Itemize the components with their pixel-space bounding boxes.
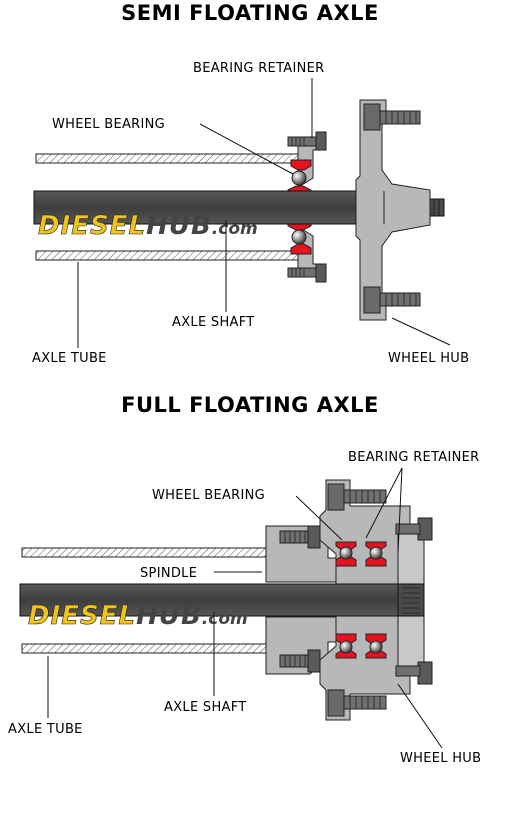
full-label-wheel-hub: WHEEL HUB [400, 751, 481, 766]
semi-axle-tube-bottom [35, 250, 299, 261]
semi-label-wheel-hub: WHEEL HUB [388, 351, 469, 366]
full-wheel-bearing-top [335, 541, 387, 567]
semi-wheel-bearing-top [287, 159, 312, 196]
semi-wheel-stud-top [363, 103, 421, 131]
full-label-axle-shaft: AXLE SHAFT [164, 700, 247, 715]
full-leader-bearing-retainer-2 [397, 467, 403, 553]
full-axle-splines [397, 583, 425, 617]
semi-retainer-bolt-top [287, 131, 327, 151]
full-retainer-bolt-bottom [395, 661, 433, 685]
full-leader-wheel-hub [397, 683, 443, 749]
full-retainer-bolt-top [395, 517, 433, 541]
semi-title: SEMI FLOATING AXLE [121, 1, 379, 25]
full-label-bearing-retainer: BEARING RETAINER [348, 450, 480, 465]
full-label-wheel-bearing: WHEEL BEARING [152, 488, 265, 503]
full-label-spindle: SPINDLE [140, 566, 197, 581]
full-wheel-bearing-bottom [335, 633, 387, 659]
full-label-axle-tube: AXLE TUBE [8, 722, 83, 737]
full-leader-bearing-retainer-1 [365, 467, 403, 539]
semi-label-wheel-bearing: WHEEL BEARING [52, 117, 165, 132]
full-title: FULL FLOATING AXLE [121, 393, 379, 417]
full-spindle-bolt-bottom [279, 649, 321, 673]
full-axle-shaft [19, 583, 403, 617]
full-wheel-stud-bottom [327, 689, 387, 717]
full-leader-wheel-bearing [295, 495, 343, 541]
full-wheel-stud-top [327, 483, 387, 511]
semi-watermark: DIESELHUB.com [38, 211, 258, 241]
semi-floating-section: SEMI FLOATING AXLE [32, 1, 469, 366]
semi-label-axle-shaft: AXLE SHAFT [172, 315, 255, 330]
semi-label-bearing-retainer: BEARING RETAINER [193, 61, 325, 76]
semi-leader-wheel-hub [391, 317, 451, 346]
semi-leader-wheel-bearing [199, 123, 294, 175]
semi-label-axle-tube: AXLE TUBE [32, 351, 107, 366]
full-floating-section: FULL FLOATING AXLE [8, 393, 481, 766]
full-watermark: DIESELHUB.com [28, 601, 248, 631]
semi-retainer-bolt-bottom [287, 263, 327, 283]
semi-wheel-stud-bottom [363, 286, 421, 314]
